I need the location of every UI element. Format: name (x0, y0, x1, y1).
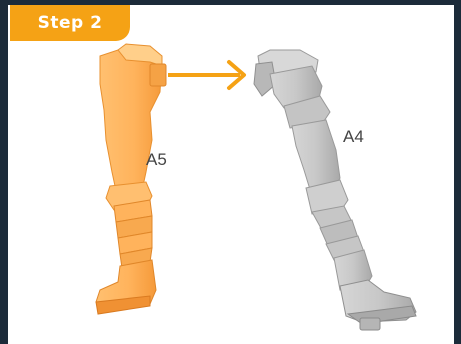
leg-part-a4 (254, 50, 416, 330)
part-label-a5: A5 (146, 150, 167, 170)
part-label-a4: A4 (343, 127, 364, 147)
leg-part-a5 (96, 44, 166, 314)
arrow-right-icon (168, 62, 244, 88)
